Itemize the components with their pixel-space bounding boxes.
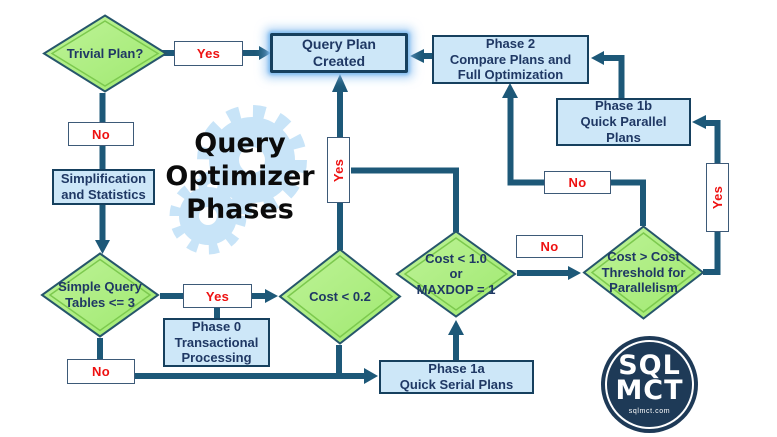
process-simplification-statistics: Simplification and Statistics <box>52 169 155 205</box>
connector-lines <box>97 50 721 379</box>
decision-simple-query: Simple Query Tables <= 3 <box>40 252 160 338</box>
decision-cost-10-maxdop: Cost < 1.0 or MAXDOP = 1 <box>395 230 517 318</box>
process-phase-0: Phase 0 Transactional Processing <box>163 318 270 367</box>
decision-cost-02: Cost < 0.2 <box>278 248 402 345</box>
process-query-plan-created: Query Plan Created <box>270 33 408 73</box>
decision-cost-threshold: Cost > Cost Threshold for Parallelism <box>582 225 705 320</box>
process-phase-1b: Phase 1b Quick Parallel Plans <box>556 98 691 146</box>
connector-arrowheads <box>95 46 706 384</box>
edge-label-simple-no: No <box>67 359 135 384</box>
edge-label-trivial-yes: Yes <box>174 41 243 66</box>
sqlmct-logo: SQL MCT sqlmct.com <box>601 336 698 433</box>
decision-trivial-plan: Trivial Plan? <box>42 14 168 93</box>
edge-label-cost02-yes: Yes <box>327 137 350 203</box>
process-phase-2: Phase 2 Compare Plans and Full Optimizat… <box>432 35 589 84</box>
logo-ring <box>605 340 694 429</box>
edge-label-trivial-no: No <box>68 122 134 146</box>
edge-label-threshold-no: No <box>544 171 611 194</box>
gear-icon <box>197 105 307 215</box>
diagram-title: Query Optimizer Phases <box>165 128 315 225</box>
edge-label-threshold-yes: Yes <box>706 163 729 232</box>
edge-label-simple-yes: Yes <box>183 284 252 308</box>
edge-label-cost10-no: No <box>516 235 583 258</box>
gear-icon <box>169 177 247 255</box>
process-phase-1a: Phase 1a Quick Serial Plans <box>379 360 534 394</box>
